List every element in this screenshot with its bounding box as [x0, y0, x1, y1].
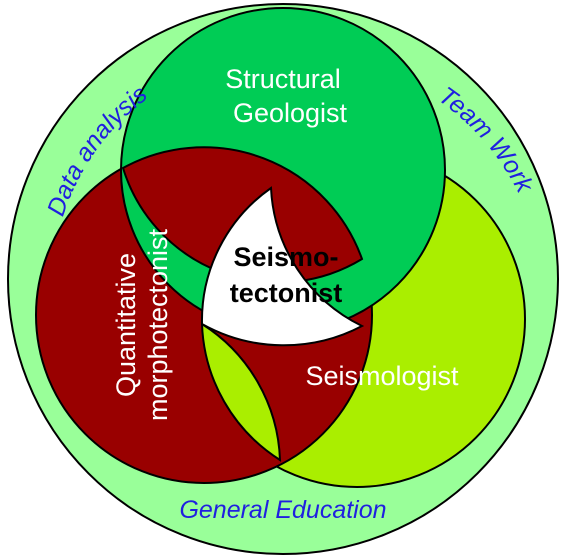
- morphotectonist-line2: morphotectonist: [143, 228, 173, 421]
- morphotectonist-line1: Quantitative: [111, 253, 141, 397]
- seismotectonist-line2: tectonist: [230, 278, 343, 308]
- ring-label-general-education: General Education: [179, 496, 386, 524]
- seismotectonist-line1: Seismo-: [233, 242, 338, 272]
- seismologist-label: Seismologist: [305, 361, 459, 391]
- overlap-right-over-left: [200, 322, 282, 462]
- structural-geologist-line1: Structural: [225, 64, 341, 94]
- structural-geologist-line2: Geologist: [233, 98, 348, 128]
- center-region: [200, 186, 365, 347]
- morphotectonist-label: Quantitative morphotectonist: [111, 228, 173, 421]
